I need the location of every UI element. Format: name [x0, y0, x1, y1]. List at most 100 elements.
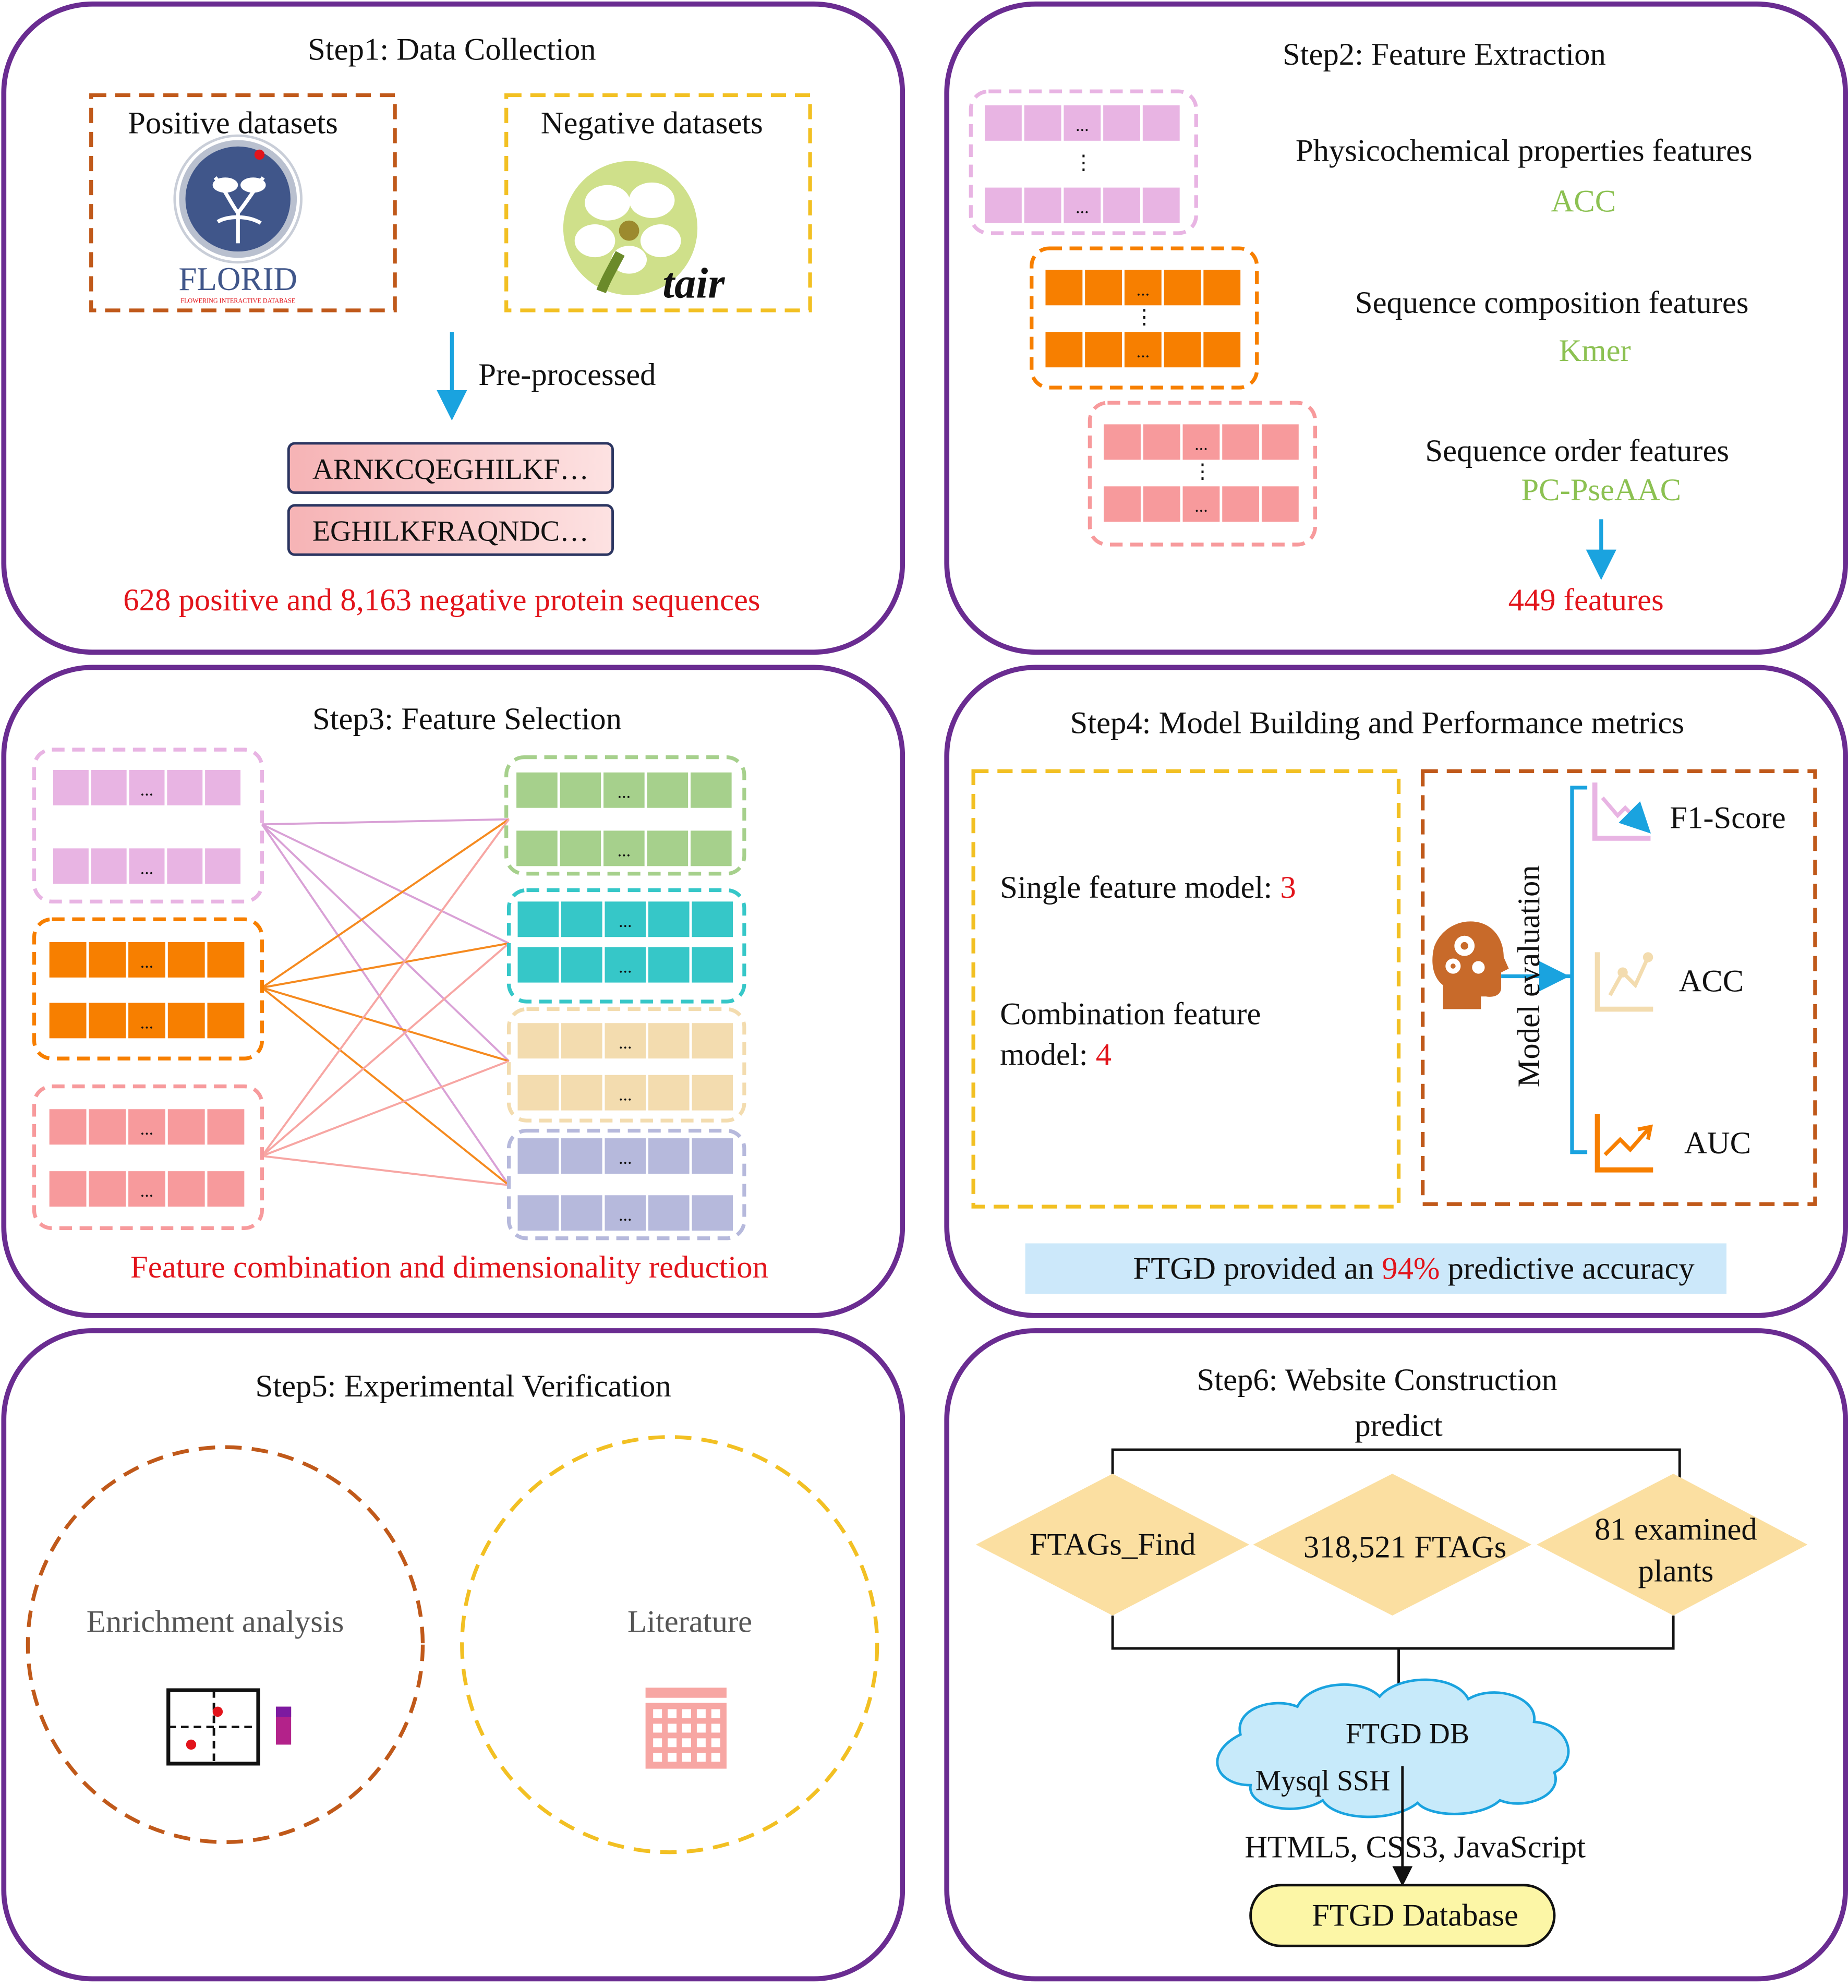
feature-cell	[207, 942, 245, 978]
feature-cell	[91, 769, 127, 805]
feature-row: ...	[49, 1171, 245, 1207]
feature-cell	[1182, 486, 1220, 522]
step5-title: Step5: Experimental Verification	[256, 1369, 671, 1404]
feature-cell	[89, 1003, 126, 1039]
feature-row: ...	[516, 830, 732, 866]
vertical-ellipsis: ⋮	[1134, 306, 1154, 328]
calendar-cell	[682, 1738, 691, 1748]
feature-cell	[1045, 332, 1083, 368]
feature-block-border	[1030, 246, 1259, 390]
selection-connection-line	[261, 986, 510, 1186]
feature-cell	[1124, 270, 1162, 306]
feature-cell	[207, 1109, 245, 1145]
feature-group-label-2: Sequence composition features	[1355, 285, 1749, 320]
feature-cell	[1261, 424, 1299, 460]
feature-cell	[561, 901, 602, 937]
panel-step1	[1, 1, 905, 655]
cell-ellipsis: ...	[619, 958, 632, 977]
feature-cell	[647, 830, 689, 866]
cell-ellipsis: ...	[619, 912, 632, 931]
feature-cell	[207, 1003, 245, 1039]
diamond-ftags-count	[1253, 1474, 1532, 1616]
feature-row: ...	[516, 772, 732, 808]
step6-title: Step6: Website Construction	[1197, 1363, 1558, 1397]
source-block-salmon: ......	[32, 1084, 264, 1231]
feature-cell	[561, 1075, 602, 1111]
feature-cell	[1222, 486, 1260, 522]
cell-ellipsis: ...	[618, 783, 631, 802]
calendar-cell	[696, 1738, 706, 1748]
feature-cell	[517, 1075, 559, 1111]
calendar-cell	[711, 1724, 720, 1733]
literature-circle	[460, 1435, 879, 1854]
feature-cell	[53, 848, 89, 884]
sequence-text-1: ARNKCQEGHILKF…	[312, 453, 589, 486]
diamond-examined-plants	[1537, 1474, 1808, 1616]
step2-result: 449 features	[1508, 583, 1664, 618]
feature-cell	[167, 1171, 205, 1207]
sequence-box-2	[287, 504, 614, 556]
feature-cell	[648, 1138, 690, 1174]
feature-cell	[561, 947, 602, 983]
feature-blocks: ......⋮......⋮......⋮	[969, 89, 1317, 547]
calendar-cell	[668, 1738, 677, 1748]
cell-ellipsis: ...	[1137, 280, 1150, 299]
cell-ellipsis: ...	[619, 1033, 632, 1053]
cell-ellipsis: ...	[1194, 497, 1207, 516]
calendar-cell	[668, 1753, 677, 1762]
feature-cell	[1222, 424, 1260, 460]
calendar-cell	[682, 1753, 691, 1762]
feature-block-order: ......⋮	[1088, 401, 1317, 547]
calendar-cell	[682, 1709, 691, 1718]
step1-summary: 628 positive and 8,163 negative protein …	[123, 583, 760, 618]
diamond-ftags-find	[975, 1474, 1250, 1616]
selection-connection-line	[261, 942, 510, 1157]
selection-connection-line	[262, 1155, 509, 1186]
feature-cell	[1104, 486, 1141, 522]
feature-cell	[1261, 486, 1299, 522]
enrichment-plot-icon	[166, 1688, 292, 1766]
auc-growth-icon	[1595, 1114, 1653, 1173]
feature-cell	[49, 942, 87, 978]
florid-wordmark: FLORID	[178, 261, 297, 297]
merge-bracket	[1111, 1615, 1675, 1650]
calendar-cell	[653, 1724, 662, 1733]
feature-cell	[647, 772, 689, 808]
cell-ellipsis: ...	[619, 1149, 632, 1168]
selection-connection-line	[261, 824, 510, 1186]
feature-cell	[605, 901, 646, 937]
feature-row: ...	[517, 1023, 733, 1059]
literature-calendar-icon	[645, 1688, 727, 1769]
cell-ellipsis: ...	[618, 841, 631, 860]
feature-cell	[167, 1003, 205, 1039]
feature-row: ...	[53, 769, 241, 805]
feature-group-label-1: Physicochemical properties features	[1296, 134, 1753, 168]
panel-step5	[1, 1328, 905, 1982]
feature-cell	[1164, 332, 1201, 368]
feature-cell	[605, 947, 646, 983]
feature-row: ...	[984, 187, 1180, 223]
feature-method-3: PC-PseAAC	[1521, 473, 1681, 508]
target-block-lavender: ......	[506, 1128, 746, 1240]
feature-row: ...	[517, 1195, 733, 1231]
sequence-text-2: EGHILKFRAQNDC…	[312, 515, 589, 548]
feature-cell	[91, 848, 127, 884]
feature-block-composition: ......⋮	[1030, 246, 1259, 390]
feature-cell	[1064, 187, 1101, 223]
model-evaluation-label: Model evaluation	[1512, 865, 1547, 1087]
feature-block-border	[504, 755, 746, 876]
panel-step2	[944, 1, 1848, 655]
feature-cell	[517, 901, 559, 937]
selection-connection-line	[261, 942, 509, 989]
feature-cell	[560, 830, 601, 866]
feature-cell	[53, 769, 89, 805]
cell-ellipsis: ...	[1076, 116, 1089, 135]
metric-bracket	[1564, 786, 1588, 1154]
feature-method-2: Kmer	[1559, 333, 1631, 368]
feature-cell	[1103, 105, 1140, 141]
accuracy-value: 94%	[1382, 1251, 1440, 1286]
feature-cell	[648, 901, 690, 937]
feature-cell	[49, 1109, 87, 1145]
calendar-cell	[711, 1738, 720, 1748]
calendar-cell	[668, 1709, 677, 1718]
